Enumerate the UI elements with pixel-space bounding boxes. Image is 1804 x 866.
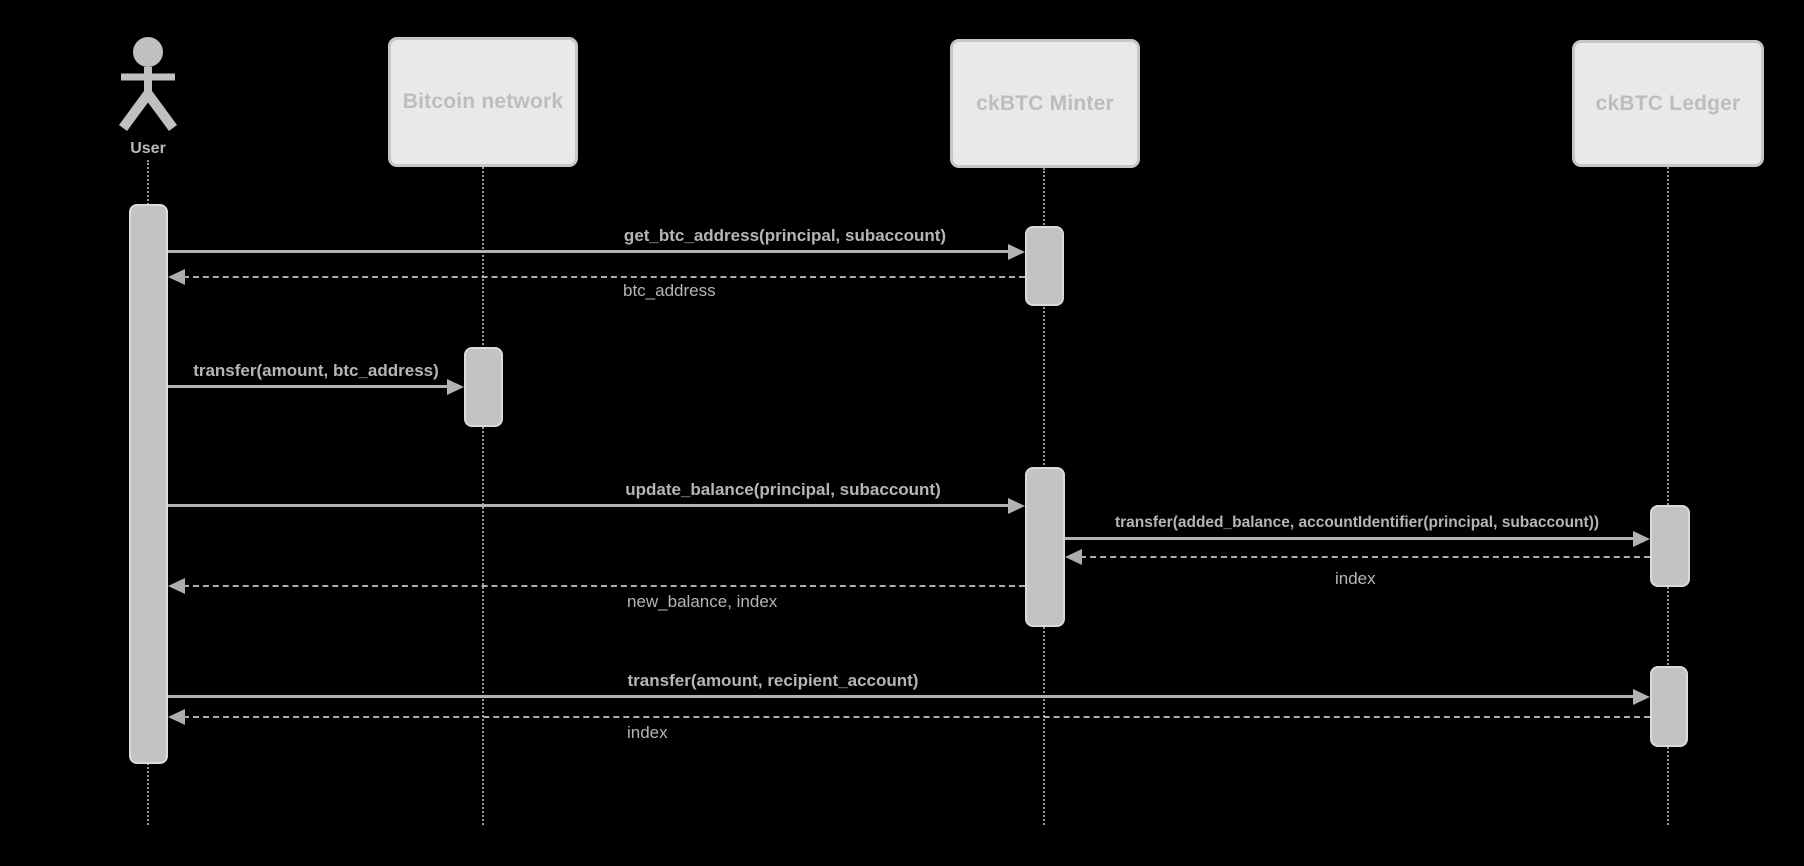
message-6-label: index (1335, 569, 1376, 588)
message-2-label: btc_address (623, 281, 716, 300)
message-2-arrowhead (168, 269, 185, 285)
participant-ckbtc-minter: ckBTC Minter (950, 39, 1140, 168)
message-5-line (1065, 537, 1635, 540)
message-5-label: transfer(added_balance, accountIdentifie… (1114, 514, 1600, 531)
message-7-label: new_balance, index (627, 592, 778, 611)
actor-user-label: User (130, 140, 166, 157)
message-8-line (168, 695, 1635, 698)
participant-ckbtc-ledger-label: ckBTC Ledger (1595, 91, 1741, 115)
message-5-arrowhead (1633, 531, 1650, 547)
actor-user-icon (118, 37, 178, 131)
message-6-line (1080, 556, 1650, 558)
message-4-arrowhead (1008, 498, 1025, 514)
lifeline-ledger (1667, 167, 1669, 825)
message-4-line (168, 504, 1010, 507)
lifeline-bitcoin (482, 167, 484, 825)
message-9-line (183, 716, 1650, 718)
message-1-label: get_btc_address(principal, subaccount) (623, 226, 947, 245)
activation-minter-2 (1025, 467, 1065, 627)
participant-ckbtc-ledger: ckBTC Ledger (1572, 40, 1764, 167)
message-9-label: index (627, 723, 668, 742)
message-4-label: update_balance(principal, subaccount) (625, 480, 941, 499)
participant-bitcoin-network-label: Bitcoin network (402, 90, 564, 113)
message-8-label: transfer(amount, recipient_account) (627, 671, 919, 690)
message-1-arrowhead (1008, 244, 1025, 260)
activation-bitcoin (464, 347, 503, 427)
message-2-line (183, 276, 1025, 278)
participant-ckbtc-minter-label: ckBTC Minter (976, 91, 1114, 115)
message-8-arrowhead (1633, 689, 1650, 705)
message-7-arrowhead (168, 578, 185, 594)
message-9-arrowhead (168, 709, 185, 725)
message-3-label: transfer(amount, btc_address) (193, 361, 439, 380)
message-6-arrowhead (1065, 549, 1082, 565)
activation-ledger-1 (1650, 505, 1690, 587)
activation-minter-1 (1025, 226, 1064, 306)
participant-bitcoin-network: Bitcoin network (388, 37, 578, 167)
message-3-line (168, 385, 449, 388)
activation-ledger-2 (1650, 666, 1688, 747)
activation-user (129, 204, 168, 764)
message-7-line (183, 585, 1025, 587)
message-1-line (168, 250, 1010, 253)
message-3-arrowhead (447, 379, 464, 395)
